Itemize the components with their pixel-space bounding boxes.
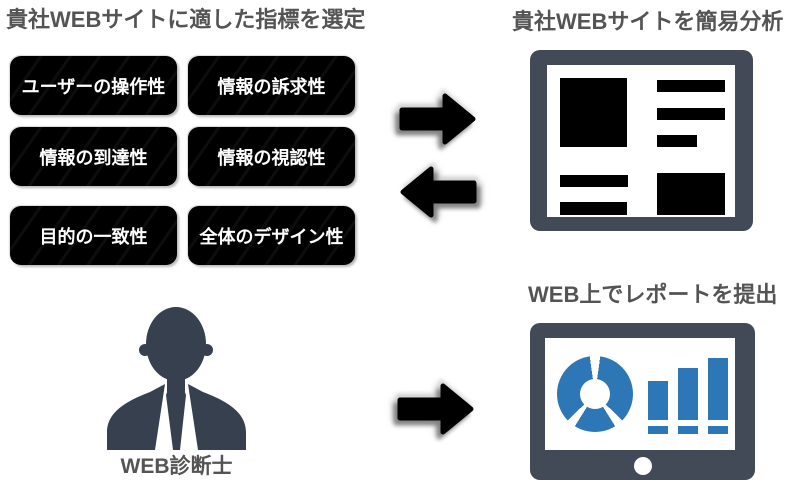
wireframe-text-bar xyxy=(560,202,627,215)
home-button-circle xyxy=(633,457,652,475)
metric-box: 情報の訴求性 xyxy=(188,56,355,115)
report-heading: WEB上でレポートを提出 xyxy=(528,282,778,307)
bar-chart-icon xyxy=(678,368,698,420)
wireframe-text-bar xyxy=(657,80,725,92)
donut-chart-icon xyxy=(557,356,633,432)
bar-chart-base-dash xyxy=(678,426,698,434)
diagnostician-label: WEB診断士 xyxy=(120,455,233,478)
metric-label: 目的の一致性 xyxy=(39,226,148,247)
metric-box: ユーザーの操作性 xyxy=(10,56,177,115)
metric-box: 目的の一致性 xyxy=(10,206,177,265)
metric-box: 全体のデザイン性 xyxy=(188,206,355,265)
businessman-icon xyxy=(107,307,246,450)
bar-chart-icon xyxy=(648,381,668,420)
arrow-right-icon xyxy=(397,383,474,435)
metric-label: ユーザーの操作性 xyxy=(21,76,166,97)
wireframe-text-bar xyxy=(657,135,697,147)
website-wireframe-icon xyxy=(530,50,753,231)
arrow-right-icon xyxy=(399,93,476,145)
bar-chart-icon xyxy=(708,358,728,420)
monitor-screen xyxy=(545,338,735,450)
metric-label: 情報の訴求性 xyxy=(217,76,326,97)
bar-chart-base-dash xyxy=(648,426,668,434)
metric-label: 情報の視認性 xyxy=(217,147,326,168)
arrow-left-icon xyxy=(400,166,477,218)
bar-chart-base-dash xyxy=(708,426,728,434)
wireframe-image-block xyxy=(657,173,725,215)
metric-label: 情報の到達性 xyxy=(39,147,148,168)
analysis-heading: 貴社WEBサイトを簡易分析 xyxy=(512,9,784,34)
wireframe-text-bar xyxy=(657,108,725,120)
metric-box: 情報の視認性 xyxy=(188,127,355,186)
monitor-charts-icon xyxy=(530,323,755,480)
selection-heading: 貴社WEBサイトに適した指標を選定 xyxy=(6,7,366,32)
metric-label: 全体のデザイン性 xyxy=(199,226,344,247)
wireframe-image-block xyxy=(560,78,627,147)
metric-box: 情報の到達性 xyxy=(10,127,177,186)
wireframe-screen xyxy=(547,65,735,217)
wireframe-text-bar xyxy=(560,175,628,187)
